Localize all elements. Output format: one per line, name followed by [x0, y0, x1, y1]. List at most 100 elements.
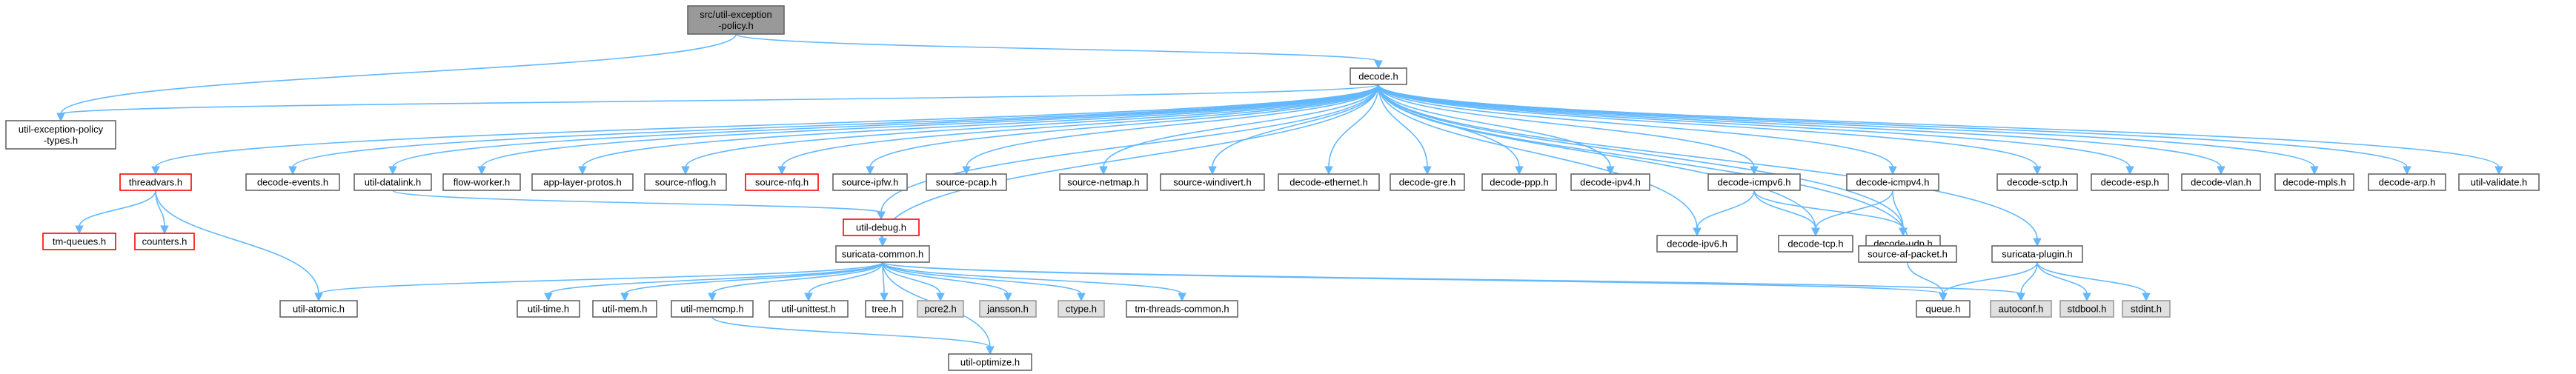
- node-source-windivert[interactable]: source-windivert.h: [1160, 173, 1265, 191]
- node-source-nfq[interactable]: source-nfq.h: [745, 173, 819, 191]
- node-util-datalink[interactable]: util-datalink.h: [353, 173, 432, 191]
- node-label: decode-tcp.h: [1787, 238, 1843, 250]
- node-util-time[interactable]: util-time.h: [517, 300, 580, 318]
- node-decode-sctp[interactable]: decode-sctp.h: [1996, 173, 2078, 191]
- node-util-optimize[interactable]: util-optimize.h: [948, 353, 1032, 371]
- edge-decode-to-source_ipfw: [866, 84, 1379, 176]
- edge-suricata_common-to-queue: [882, 261, 1948, 302]
- edge-suricata_plugin-to-autoconf: [2016, 261, 2038, 302]
- node-decode-ethernet[interactable]: decode-ethernet.h: [1278, 173, 1380, 191]
- edge-threadvars-to-tm_queues: [75, 190, 156, 235]
- node-decode-ipv4[interactable]: decode-ipv4.h: [1570, 173, 1650, 191]
- node-queue[interactable]: queue.h: [1916, 300, 1971, 318]
- node-label: util-validate.h: [2471, 177, 2528, 188]
- node-label: source-nflog.h: [655, 177, 716, 188]
- node-source-ipfw[interactable]: source-ipfw.h: [832, 173, 908, 191]
- node-source-netmap[interactable]: source-netmap.h: [1059, 173, 1148, 191]
- node-root[interactable]: src/util-exception-policy.h: [687, 5, 785, 35]
- node-box: [442, 173, 521, 191]
- node-util-debug[interactable]: util-debug.h: [843, 218, 920, 236]
- node-counters[interactable]: counters.h: [134, 233, 195, 250]
- edge-suricata_plugin-to-stdbool: [2036, 261, 2091, 302]
- node-box: [592, 300, 657, 318]
- node-decode-mpls[interactable]: decode-mpls.h: [2274, 173, 2354, 191]
- node-decode-gre[interactable]: decode-gre.h: [1390, 173, 1465, 191]
- node-label: source-ipfw.h: [842, 177, 899, 188]
- edge-suricata_common-to-util_time: [544, 261, 883, 302]
- edge-decode-to-source_windivert: [1208, 84, 1379, 176]
- node-decode-events[interactable]: decode-events.h: [245, 173, 340, 191]
- edge-decode-to-source_netmap: [1099, 84, 1379, 176]
- node-box: [1990, 300, 2052, 318]
- node-tm-threads-common[interactable]: tm-threads-common.h: [1126, 300, 1238, 318]
- node-util-unittest[interactable]: util-unittest.h: [769, 300, 849, 318]
- node-uep-types[interactable]: util-exception-policy-types.h: [5, 120, 116, 150]
- node-decode-arp[interactable]: decode-arp.h: [2368, 173, 2446, 191]
- node-stdint[interactable]: stdint.h: [2122, 300, 2171, 318]
- node-app-layer-protos[interactable]: app-layer-protos.h: [531, 173, 634, 191]
- node-util-memcmp[interactable]: util-memcmp.h: [671, 300, 754, 318]
- node-suricata-plugin[interactable]: suricata-plugin.h: [1991, 245, 2083, 263]
- node-autoconf[interactable]: autoconf.h: [1990, 300, 2052, 318]
- node-box: [1778, 235, 1853, 253]
- node-label: decode-icmpv6.h: [1718, 177, 1791, 188]
- edge-suricata_common-to-tm_threads_common: [882, 261, 1186, 302]
- node-jansson[interactable]: jansson.h: [979, 300, 1037, 318]
- edge-decode-to-source_nflog: [681, 84, 1379, 176]
- node-label: decode.h: [1358, 71, 1398, 82]
- node-suricata-common[interactable]: suricata-common.h: [835, 245, 930, 263]
- node-box: [517, 300, 580, 318]
- node-label: pcre2.h: [924, 304, 956, 315]
- node-box: [2091, 173, 2169, 191]
- node-box: [687, 5, 785, 35]
- node-pcre2[interactable]: pcre2.h: [917, 300, 964, 318]
- edge-decode_icmpv4-to-decode_tcp: [1811, 190, 1893, 237]
- node-stdbool[interactable]: stdbool.h: [2059, 300, 2114, 318]
- node-source-af-packet[interactable]: source-af-packet.h: [1858, 245, 1957, 263]
- node-threadvars[interactable]: threadvars.h: [119, 173, 192, 191]
- node-label: ctype.h: [1066, 304, 1097, 315]
- node-decode[interactable]: decode.h: [1350, 67, 1407, 85]
- node-tm-queues[interactable]: tm-queues.h: [42, 233, 116, 250]
- node-label: queue.h: [1926, 304, 1961, 315]
- node-source-pcap[interactable]: source-pcap.h: [926, 173, 1007, 191]
- edge-decode-to-uep_types: [56, 84, 1379, 122]
- node-box: [671, 300, 754, 318]
- node-decode-icmpv4[interactable]: decode-icmpv4.h: [1846, 173, 1939, 191]
- edge-decode-to-util_validate: [1378, 84, 2503, 176]
- node-util-mem[interactable]: util-mem.h: [592, 300, 657, 318]
- node-box: [5, 120, 116, 150]
- edges-layer: [56, 33, 2503, 355]
- node-label: -types.h: [44, 135, 78, 146]
- node-decode-ipv6[interactable]: decode-ipv6.h: [1656, 235, 1738, 253]
- edge-suricata_common-to-jansson: [882, 261, 1012, 302]
- edge-decode-to-decode_tcp: [1378, 84, 1820, 237]
- node-box: [745, 173, 819, 191]
- node-label: source-nfq.h: [755, 177, 809, 188]
- node-util-validate[interactable]: util-validate.h: [2458, 173, 2540, 191]
- node-flow-worker[interactable]: flow-worker.h: [442, 173, 521, 191]
- node-label: util-unittest.h: [781, 304, 836, 315]
- node-decode-vlan[interactable]: decode-vlan.h: [2181, 173, 2261, 191]
- edge-decode-to-decode_icmpv4: [1378, 84, 1897, 176]
- node-decode-icmpv6[interactable]: decode-icmpv6.h: [1707, 173, 1801, 191]
- node-box: [1991, 245, 2083, 263]
- edge-decode-to-app_layer_protos: [578, 84, 1379, 176]
- node-label: util-exception-policy: [19, 124, 104, 135]
- node-box: [843, 218, 920, 236]
- node-box: [2122, 300, 2171, 318]
- edge-suricata_common-to-pcre2: [882, 261, 945, 302]
- node-label: jansson.h: [986, 304, 1029, 315]
- node-ctype[interactable]: ctype.h: [1058, 300, 1105, 318]
- node-decode-ppp[interactable]: decode-ppp.h: [1481, 173, 1557, 191]
- node-tree[interactable]: tree.h: [865, 300, 903, 318]
- node-box: [1278, 173, 1380, 191]
- node-decode-esp[interactable]: decode-esp.h: [2091, 173, 2169, 191]
- node-source-nflog[interactable]: source-nflog.h: [644, 173, 727, 191]
- node-util-atomic[interactable]: util-atomic.h: [279, 300, 358, 318]
- node-decode-tcp[interactable]: decode-tcp.h: [1778, 235, 1853, 253]
- edge-suricata_common-to-util_unittest: [804, 261, 883, 302]
- node-box: [1656, 235, 1738, 253]
- node-box: [644, 173, 727, 191]
- node-label: -policy.h: [718, 20, 753, 31]
